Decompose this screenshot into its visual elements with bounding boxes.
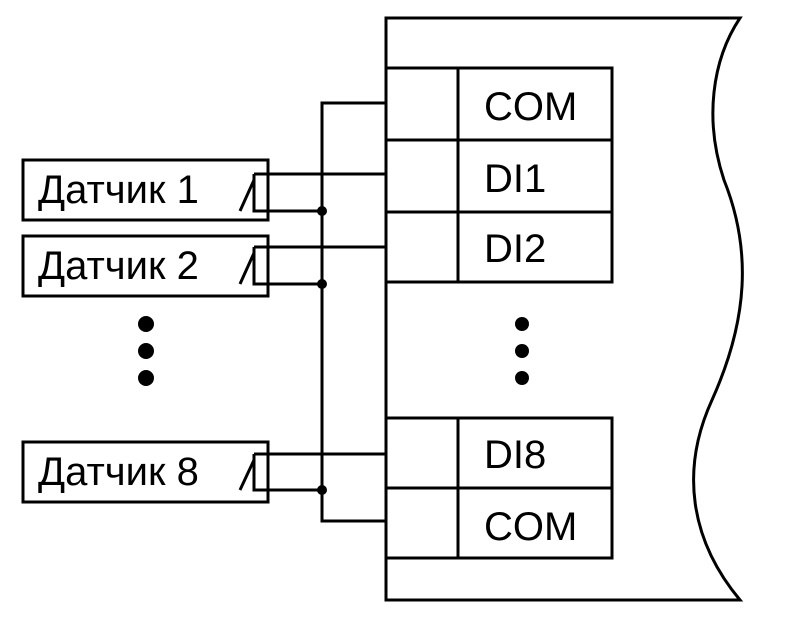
switch-contact-icon <box>238 174 270 213</box>
junction-dot <box>317 279 327 289</box>
junction-dot <box>317 485 327 495</box>
terminal-block-bottom <box>384 416 614 560</box>
switch-contact-icon <box>238 454 270 492</box>
junction-dot <box>317 206 327 216</box>
terminal-block-top <box>384 66 614 284</box>
terminal-label-di8: DI8 <box>484 433 546 477</box>
terminal-label-di1: DI1 <box>484 157 546 201</box>
terminal-label-com-bottom: COM <box>484 505 577 549</box>
sensor-1: Датчик 1 <box>21 158 270 222</box>
sensor-label: Датчик 8 <box>38 450 199 494</box>
common-bus <box>270 101 386 523</box>
sensor-ellipsis <box>138 316 154 386</box>
terminal-ellipsis <box>515 317 529 385</box>
sensor-label: Датчик 1 <box>38 168 199 212</box>
sensor-8: Датчик 8 <box>21 440 270 504</box>
signal-wires <box>254 172 386 456</box>
terminal-label-di2: DI2 <box>484 227 546 271</box>
switch-contact-icon <box>238 247 270 286</box>
terminal-label-com-top: COM <box>484 85 577 129</box>
sensor-2: Датчик 2 <box>21 234 270 298</box>
sensor-label: Датчик 2 <box>38 244 199 288</box>
device-housing <box>384 16 744 602</box>
